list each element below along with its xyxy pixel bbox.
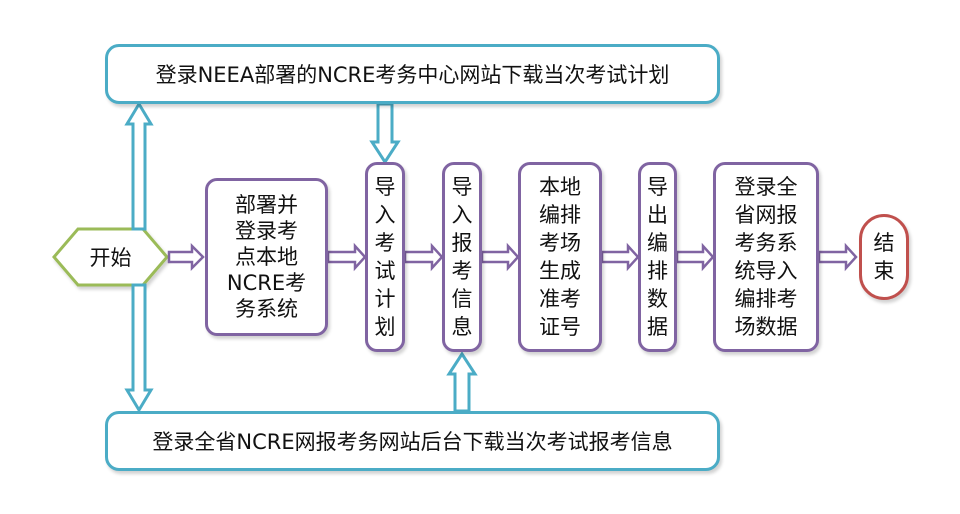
step3-char: 信 [451, 287, 473, 311]
step5-char: 编 [647, 231, 668, 255]
step4-line: 准考 [539, 287, 581, 311]
step6-line: 省网报 [734, 203, 798, 227]
step6-line: 考务系 [734, 231, 798, 255]
step-upload-arrangement-data: 登录全 省网报 考务系 统导入 编排考 场数据 [713, 162, 819, 352]
arrow-step5-to-step6 [675, 242, 715, 272]
arrow-start-to-top-banner [124, 101, 154, 231]
end-node: 结 束 [859, 214, 909, 300]
step-import-exam-plan: 导 入 考 试 计 划 [365, 162, 405, 352]
arrow-bottom-banner-to-import-registration [446, 351, 478, 413]
step5-char: 导 [647, 175, 668, 199]
step-import-registration-info: 导 入 报 考 信 息 [442, 162, 482, 352]
bottom-banner-text: 登录全省NCRE网报考务网站后台下载当次考试报考信息 [152, 430, 673, 454]
step2-char: 入 [374, 203, 396, 227]
top-banner: 登录NEEA部署的NCRE考务中心网站下载当次考试计划 [105, 44, 720, 104]
step2-char: 导 [374, 175, 396, 199]
step2-char: 试 [374, 259, 396, 283]
step6-line: 编排考 [734, 287, 798, 311]
arrow-step3-to-step4 [480, 242, 520, 272]
step-export-arrangement-data: 导 出 编 排 数 据 [638, 162, 677, 352]
step4-line: 编排 [539, 203, 581, 227]
step2-char: 考 [374, 231, 396, 255]
step4-line: 本地 [539, 175, 581, 199]
step2-char: 划 [374, 315, 396, 339]
step3-char: 报 [451, 231, 473, 255]
step1-line: 部署并 [235, 193, 298, 217]
step5-char: 数 [647, 287, 668, 311]
step3-char: 导 [451, 175, 473, 199]
step-arrange-exam-rooms: 本地 编排 考场 生成 准考 证号 [518, 162, 602, 352]
step1-line: NCRE考 [226, 271, 307, 295]
step3-char: 息 [451, 315, 473, 339]
top-banner-text: 登录NEEA部署的NCRE考务中心网站下载当次考试计划 [155, 63, 670, 87]
arrow-start-to-step1 [167, 242, 205, 272]
step5-char: 出 [647, 203, 668, 227]
step5-char: 排 [647, 259, 668, 283]
end-char: 结 [873, 231, 895, 255]
step4-line: 证号 [539, 315, 581, 339]
step4-line: 生成 [539, 259, 581, 283]
arrow-step1-to-step2 [326, 242, 367, 272]
start-node-shape [52, 227, 169, 287]
step3-char: 入 [451, 203, 473, 227]
step1-line: 务系统 [235, 297, 298, 321]
arrow-top-banner-to-import-plan [369, 102, 401, 165]
step2-char: 计 [374, 287, 396, 311]
start-node-label: 开始 [78, 229, 143, 285]
step1-line: 点本地 [235, 245, 298, 269]
step5-char: 据 [647, 315, 668, 339]
arrow-start-to-bottom-banner [124, 283, 154, 413]
step6-line: 统导入 [734, 259, 798, 283]
step6-line: 登录全 [734, 175, 798, 199]
step1-line: 登录考 [235, 219, 298, 243]
arrow-step6-to-end [817, 242, 858, 272]
bottom-banner: 登录全省NCRE网报考务网站后台下载当次考试报考信息 [105, 411, 720, 471]
step6-line: 场数据 [734, 315, 798, 339]
end-char: 束 [873, 259, 895, 283]
arrow-step2-to-step3 [403, 242, 444, 272]
step4-line: 考场 [539, 231, 581, 255]
step-deploy-local-system: 部署并 登录考 点本地 NCRE考 务系统 [205, 178, 328, 336]
start-text: 开始 [89, 246, 132, 270]
step3-char: 考 [451, 259, 473, 283]
arrow-step4-to-step5 [600, 242, 640, 272]
